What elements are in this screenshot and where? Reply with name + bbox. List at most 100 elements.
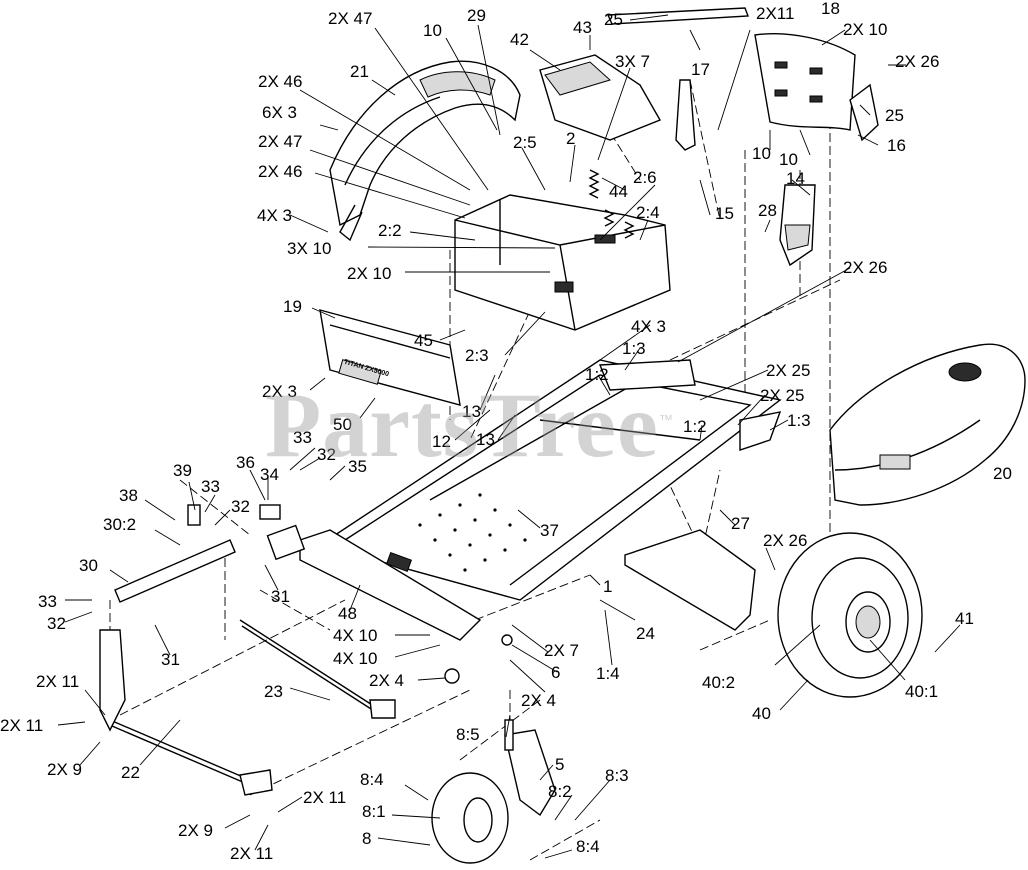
callout-label: 48: [338, 604, 357, 623]
callout-label: 33: [201, 477, 220, 496]
callout-label: 3X 7: [615, 52, 650, 71]
callout-label: 35: [348, 457, 367, 476]
callout-label: 8:4: [576, 837, 600, 856]
callout-label: 22: [121, 763, 140, 782]
callout-label: 2X 26: [843, 258, 888, 277]
callout-label: 8:3: [605, 766, 629, 785]
front-panel-part: [319, 309, 461, 406]
callout-label: 33: [293, 428, 312, 447]
callout-label: 2X 10: [843, 20, 888, 39]
callout-label: 15: [715, 204, 734, 223]
callout-label: 30: [79, 556, 98, 575]
console-part: [754, 33, 879, 142]
callout-label: 16: [887, 136, 906, 155]
callout-label: 1:4: [596, 664, 620, 683]
callout-label: 25: [885, 106, 904, 125]
watermark: PartsTree™: [265, 372, 674, 478]
callout-label: 2X 11: [230, 844, 274, 863]
callout-label: 13: [476, 430, 495, 449]
callout-label: 8:2: [548, 782, 572, 801]
callout-label: 40:1: [905, 682, 939, 701]
callout-label: 25: [604, 10, 623, 29]
callout-label: 4X 3: [631, 317, 666, 336]
callout-label: 3X 10: [287, 239, 332, 258]
callout-label: 42: [510, 30, 529, 49]
callout-label: 8:5: [456, 725, 480, 744]
callout-label: 2X 47: [258, 132, 303, 151]
callout-label: 2X 46: [258, 72, 303, 91]
callout-label: 2X 25: [760, 386, 805, 405]
callout-label: 2X 26: [895, 52, 940, 71]
callout-label: 5: [555, 755, 565, 774]
callout-label: 2:3: [465, 346, 489, 365]
callout-label: 44: [609, 182, 628, 201]
callout-label: 19: [283, 297, 302, 316]
watermark-text: PartsTree: [265, 374, 659, 476]
callout-label: 33: [38, 592, 57, 611]
callout-label: 2X 9: [47, 760, 82, 779]
callout-label: 23: [264, 682, 283, 701]
callout-label: 29: [467, 6, 486, 25]
callout-label: 50: [333, 415, 352, 434]
callout-label: 1:2: [683, 417, 707, 436]
callout-label: 13: [462, 402, 481, 421]
callout-label: 4X 10: [333, 649, 378, 668]
callout-label: 8: [362, 829, 372, 848]
callout-label: 1:3: [622, 339, 646, 358]
fuel-tank-part: [829, 343, 1026, 506]
callout-label: 2X 4: [521, 691, 556, 710]
callout-label: 6X 3: [262, 103, 297, 122]
callout-label: 18: [821, 0, 840, 18]
callout-label: 10: [423, 21, 442, 40]
callout-label: 2:6: [633, 168, 657, 187]
callout-label: 43: [573, 18, 592, 37]
spring-parts: [588, 169, 635, 239]
callout-label: 17: [691, 60, 710, 79]
callout-label: 2:4: [636, 203, 660, 222]
callout-label: 27: [731, 514, 750, 533]
callout-label: 2X 11: [303, 788, 347, 807]
callout-label: 28: [758, 201, 777, 220]
callout-label: 32: [317, 445, 336, 464]
callout-label: 2X 10: [347, 264, 392, 283]
callout-label: 2X 3: [262, 382, 297, 401]
callout-label: 39: [173, 461, 192, 480]
callout-label: 2X 9: [178, 821, 213, 840]
callout-label: 8:1: [362, 802, 386, 821]
callout-label: 34: [260, 465, 279, 484]
callout-label: 2X 26: [763, 531, 808, 550]
callout-label: 40:2: [702, 673, 736, 692]
rear-fender-part: [329, 60, 521, 242]
callout-label: 2:2: [378, 221, 402, 240]
callout-label: 2:5: [513, 133, 537, 152]
callout-label: 45: [414, 331, 433, 350]
callout-label: 1:2: [585, 365, 609, 384]
callout-label: 24: [636, 624, 655, 643]
callout-label: 2X 4: [369, 671, 404, 690]
callout-label: 2: [566, 129, 576, 148]
callout-label: 37: [540, 521, 559, 540]
callout-label: 31: [271, 587, 290, 606]
leader-lines: [57, 14, 961, 859]
callout-label: 20: [993, 464, 1012, 483]
callout-label: 2X 25: [766, 361, 811, 380]
callout-label: 2X 11: [0, 716, 44, 735]
callout-label: 21: [350, 62, 369, 81]
bracket-parts: [606, 7, 816, 267]
callout-label: 38: [119, 486, 138, 505]
floor-pan-part: [624, 529, 756, 631]
callout-label: 2X 46: [258, 162, 303, 181]
callout-label: 14: [786, 169, 805, 188]
callout-label: 10: [779, 150, 798, 169]
front-axle-parts: [99, 539, 396, 796]
callout-label: 40: [752, 704, 771, 723]
seat-cover-part: [539, 54, 662, 141]
callout-label: 4X 3: [257, 206, 292, 225]
callout-label: 36: [236, 453, 255, 472]
callout-label: 2X 7: [544, 641, 579, 660]
callout-label: 30:2: [103, 515, 137, 534]
callout-label: 4X 10: [333, 626, 378, 645]
callout-label: 10: [752, 144, 771, 163]
callout-label: 2X11: [756, 4, 795, 23]
